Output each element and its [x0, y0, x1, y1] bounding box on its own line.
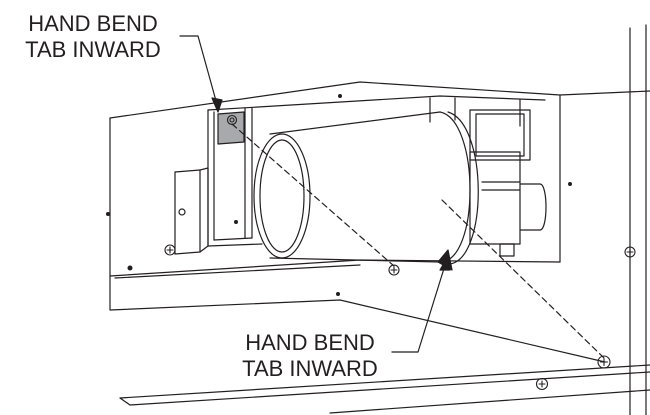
- top-rails: [429, 97, 521, 127]
- left-bracket: [174, 167, 209, 255]
- leader-arrow-icon: [179, 35, 451, 353]
- callout-bottom-line2: TAB INWARD: [242, 356, 378, 381]
- motor-assembly: [469, 109, 547, 257]
- bottom-flange: [119, 364, 650, 414]
- blower-cylinder: [253, 111, 479, 265]
- callout-hand-bend-bottom: HAND BEND TAB INWARD: [220, 330, 400, 382]
- callout-hand-bend-top: HAND BEND TAB INWARD: [8, 11, 178, 63]
- alignment-dashes: [231, 123, 605, 359]
- callout-bottom-line1: HAND BEND: [245, 330, 375, 355]
- hole-icon: [106, 94, 572, 296]
- inner-frame: [207, 95, 546, 247]
- callout-top-line1: HAND BEND: [28, 11, 158, 36]
- bend-tab-top: [217, 111, 245, 145]
- callout-top-line2: TAB INWARD: [25, 37, 161, 62]
